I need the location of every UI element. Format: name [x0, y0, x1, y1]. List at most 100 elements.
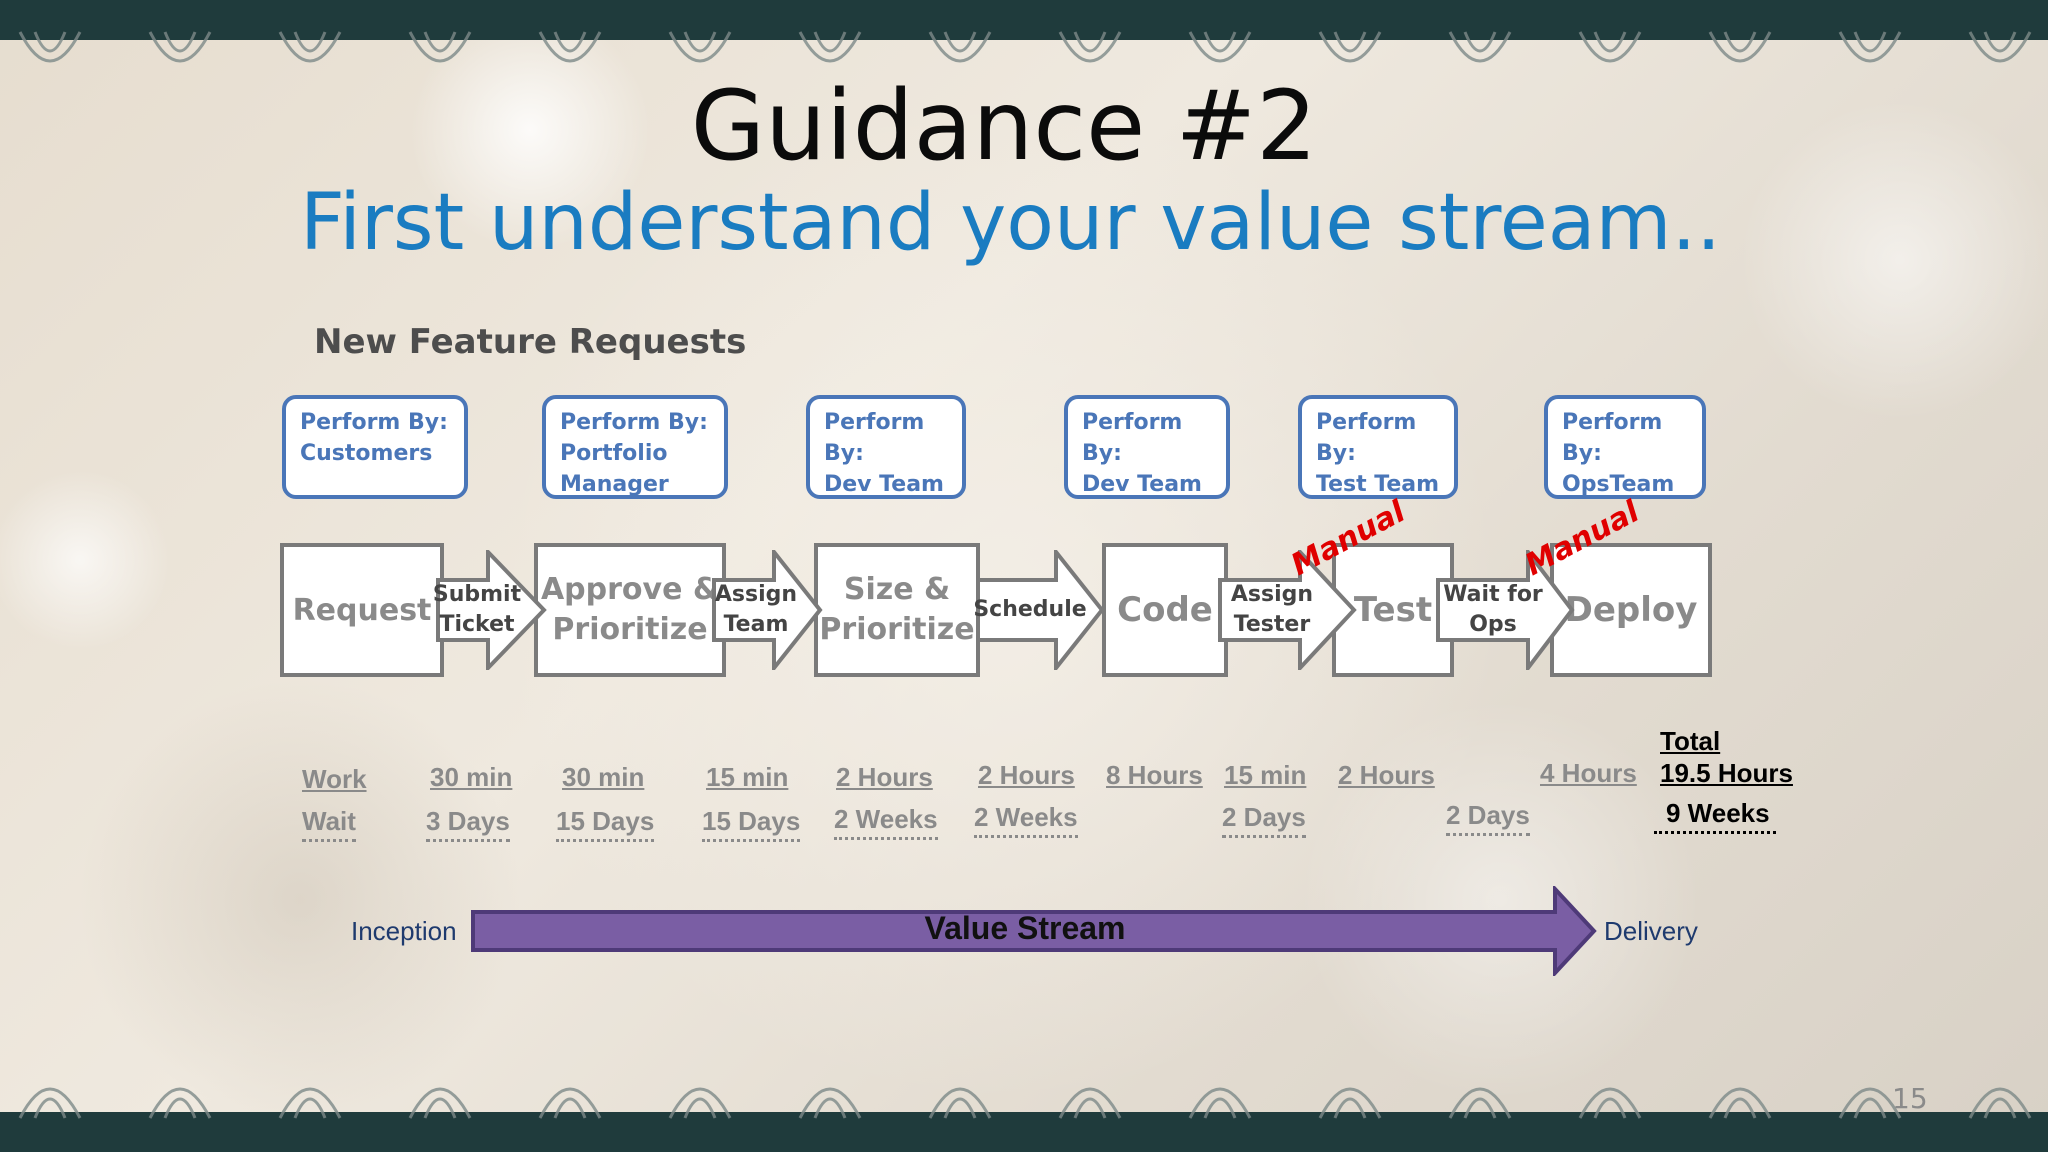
- performer-box-portfolio-manager: Perform By: Portfolio Manager: [542, 395, 728, 499]
- performer-box-customers: Perform By: Customers: [282, 395, 468, 499]
- performer-box-dev-team-size: Perform By: Dev Team: [806, 395, 966, 499]
- slide-title: Guidance #2: [690, 70, 1318, 182]
- lace-petal: [798, 31, 862, 63]
- lace-petal: [18, 31, 82, 63]
- lace-petal: [1058, 31, 1122, 63]
- work-value: 15 min: [706, 762, 789, 792]
- handoff-label: Assign: [1230, 582, 1314, 607]
- value-stream-label: Value Stream: [924, 910, 1126, 946]
- step-label: Request: [292, 592, 432, 628]
- performer-line: Perform By:: [1316, 410, 1417, 466]
- performer-line: Perform By:: [560, 410, 708, 435]
- handoff-label: Ops: [1469, 612, 1517, 637]
- performer-line: Portfolio: [560, 441, 668, 466]
- step-label: Approve &: [540, 572, 720, 607]
- work-value: 30 min: [562, 762, 645, 792]
- work-value: 2 Hours: [1338, 760, 1435, 790]
- work-value: 2 Hours: [836, 762, 933, 792]
- step-label: Test: [1353, 590, 1433, 630]
- work-value: 4 Hours: [1540, 758, 1637, 788]
- wait-value: 2 Weeks: [974, 802, 1078, 838]
- lace-petal: [1448, 31, 1512, 63]
- work-value: 2 Hours: [978, 760, 1075, 790]
- performer-line: Perform By:: [824, 410, 925, 466]
- step-box-code: Code: [1102, 543, 1228, 677]
- performer-line: Dev Team: [824, 472, 944, 497]
- lace-petal: [408, 1087, 472, 1119]
- performer-box-test-team: Perform By: Test Team: [1298, 395, 1458, 499]
- handoff-label: Ticket: [439, 612, 515, 637]
- lace-petal: [1058, 1087, 1122, 1119]
- handoff-arrow-submit-ticket: Submit Ticket: [432, 550, 548, 670]
- handoff-label: Submit: [432, 582, 522, 607]
- step-box-deploy: Deploy: [1550, 543, 1712, 677]
- lace-petal: [1578, 31, 1642, 63]
- lace-petal: [1838, 1087, 1902, 1119]
- total-wait-value: 9 Weeks: [1654, 798, 1776, 834]
- performer-line: Perform By:: [300, 410, 448, 435]
- lace-petal: [1188, 31, 1252, 63]
- step-label: Prioritize: [552, 612, 708, 647]
- lace-petal: [928, 31, 992, 63]
- page-number: 15: [1892, 1082, 1928, 1115]
- handoff-arrow-schedule: Schedule: [973, 550, 1106, 670]
- step-box-approve-prioritize: Approve & Prioritize: [534, 543, 726, 677]
- performer-line: Manager: [560, 472, 669, 497]
- delivery-label: Delivery: [1604, 916, 1698, 946]
- performer-line: Perform By:: [1562, 410, 1663, 466]
- lace-petal: [1708, 1087, 1772, 1119]
- bottom-decorative-band: [0, 1112, 2048, 1152]
- wait-row-label: Wait: [302, 806, 356, 842]
- step-label: Code: [1117, 590, 1213, 630]
- wait-value: 15 Days: [556, 806, 655, 842]
- handoff-arrow-assign-tester: Assign Tester: [1218, 550, 1358, 670]
- step-box-request: Request: [280, 543, 444, 677]
- lace-petal: [1708, 31, 1772, 63]
- section-heading: New Feature Requests: [314, 322, 747, 362]
- handoff-arrow-assign-team: Assign Team: [712, 550, 824, 670]
- lace-petal: [1838, 31, 1902, 63]
- step-label: Size &: [843, 572, 951, 607]
- lace-petal: [1188, 1087, 1252, 1119]
- wait-value: 3 Days: [426, 806, 510, 842]
- bottom-lace-border: [18, 1087, 2032, 1119]
- total-work-value: 19.5 Hours: [1660, 758, 1793, 788]
- work-row-label: Work: [302, 764, 367, 794]
- total-label: Total: [1660, 726, 1721, 756]
- lace-petal: [278, 1087, 342, 1119]
- lace-petal: [1968, 31, 2032, 63]
- lace-petal: [408, 31, 472, 63]
- lace-petal: [18, 1087, 82, 1119]
- step-label: Prioritize: [819, 612, 975, 647]
- performer-box-ops-team: Perform By: OpsTeam: [1544, 395, 1706, 499]
- performer-line: Dev Team: [1082, 472, 1202, 497]
- lace-petal: [1448, 1087, 1512, 1119]
- slide-subtitle: First understand your value stream..: [300, 178, 1722, 268]
- lace-petal: [668, 1087, 732, 1119]
- lace-petal: [928, 1087, 992, 1119]
- lace-petal: [668, 31, 732, 63]
- lace-petal: [148, 1087, 212, 1119]
- handoff-label: Wait for: [1443, 582, 1543, 607]
- performer-box-dev-team-code: Perform By: Dev Team: [1064, 395, 1230, 499]
- work-value: 30 min: [430, 762, 513, 792]
- handoff-label: Assign: [714, 582, 798, 607]
- work-value: 15 min: [1224, 760, 1307, 790]
- performer-line: OpsTeam: [1562, 472, 1675, 497]
- lace-petal: [1968, 1087, 2032, 1119]
- handoff-label: Tester: [1233, 612, 1311, 637]
- inception-label: Inception: [351, 916, 457, 946]
- lace-petal: [278, 31, 342, 63]
- top-decorative-band: [0, 0, 2048, 40]
- wait-value: 15 Days: [702, 806, 801, 842]
- step-box-size-prioritize: Size & Prioritize: [814, 543, 980, 677]
- handoff-arrow-wait-for-ops: Wait for Ops: [1436, 550, 1576, 670]
- wait-value: 2 Days: [1446, 800, 1530, 836]
- top-lace-border: [18, 31, 2032, 63]
- lace-petal: [538, 1087, 602, 1119]
- lace-petal: [1318, 1087, 1382, 1119]
- lace-petal: [148, 31, 212, 63]
- performer-line: Test Team: [1316, 472, 1440, 497]
- lace-petal: [1578, 1087, 1642, 1119]
- wait-value: 2 Days: [1222, 802, 1306, 838]
